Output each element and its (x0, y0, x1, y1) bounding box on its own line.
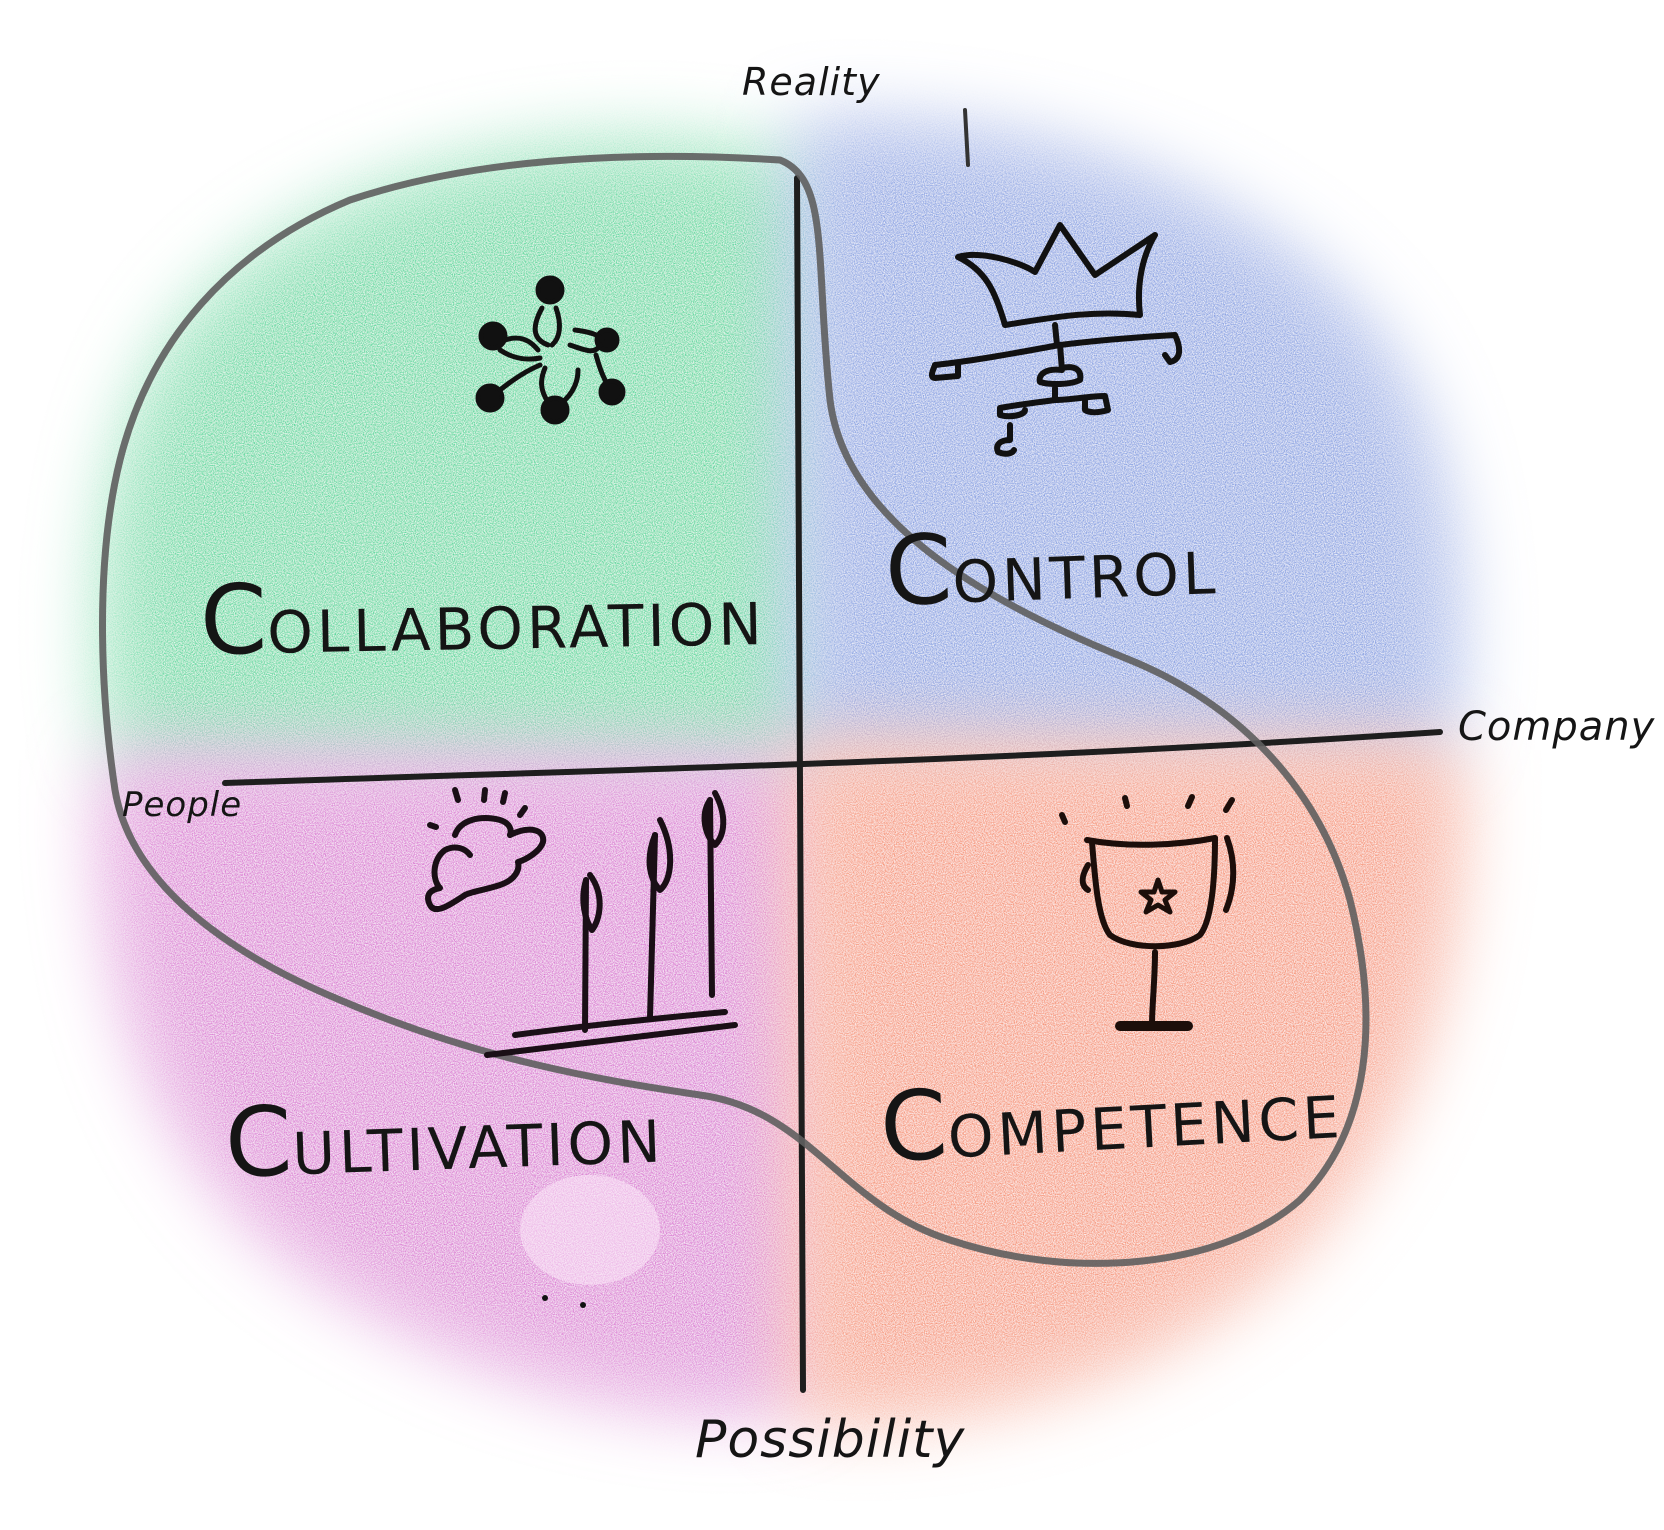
trophy-star-icon (1059, 794, 1237, 1031)
axis-label-company: Company (1458, 704, 1656, 750)
people-circle-icon (475, 275, 626, 425)
crown-hierarchy-icon (929, 222, 1183, 457)
axis-tick-top (963, 108, 970, 167)
dot (542, 1295, 548, 1301)
quadrant-label-control: CONTROL (883, 504, 1220, 628)
highlight-spot (520, 1175, 660, 1285)
axis-label-possibility: Possibility (695, 1410, 966, 1470)
enclosure-loop (99, 152, 1370, 1267)
label-rest: ULTIVATION (291, 1107, 666, 1189)
quadrant-blob-collaboration (108, 149, 801, 761)
horizontal-axis (222, 729, 1443, 786)
label-initial: C (877, 1068, 951, 1185)
label-initial: C (223, 1085, 295, 1200)
axis-label-people: People (122, 785, 243, 825)
quadrant-label-collaboration: COLLABORATION (199, 555, 766, 677)
label-rest: ONTROL (951, 539, 1221, 617)
axis-label-reality: Reality (742, 60, 881, 104)
label-rest: OMPETENCE (946, 1082, 1346, 1172)
sun-cloud-growing-plants-icon (425, 787, 738, 1058)
label-rest: OLLABORATION (266, 590, 767, 667)
dot (580, 1302, 586, 1308)
label-initial: C (883, 513, 955, 628)
quadrant-label-cultivation: CULTIVATION (223, 1072, 666, 1199)
vertical-axis (794, 175, 806, 1393)
quadrant-blob-control (800, 129, 1449, 750)
axes (222, 108, 1443, 1393)
label-initial: C (199, 563, 269, 677)
